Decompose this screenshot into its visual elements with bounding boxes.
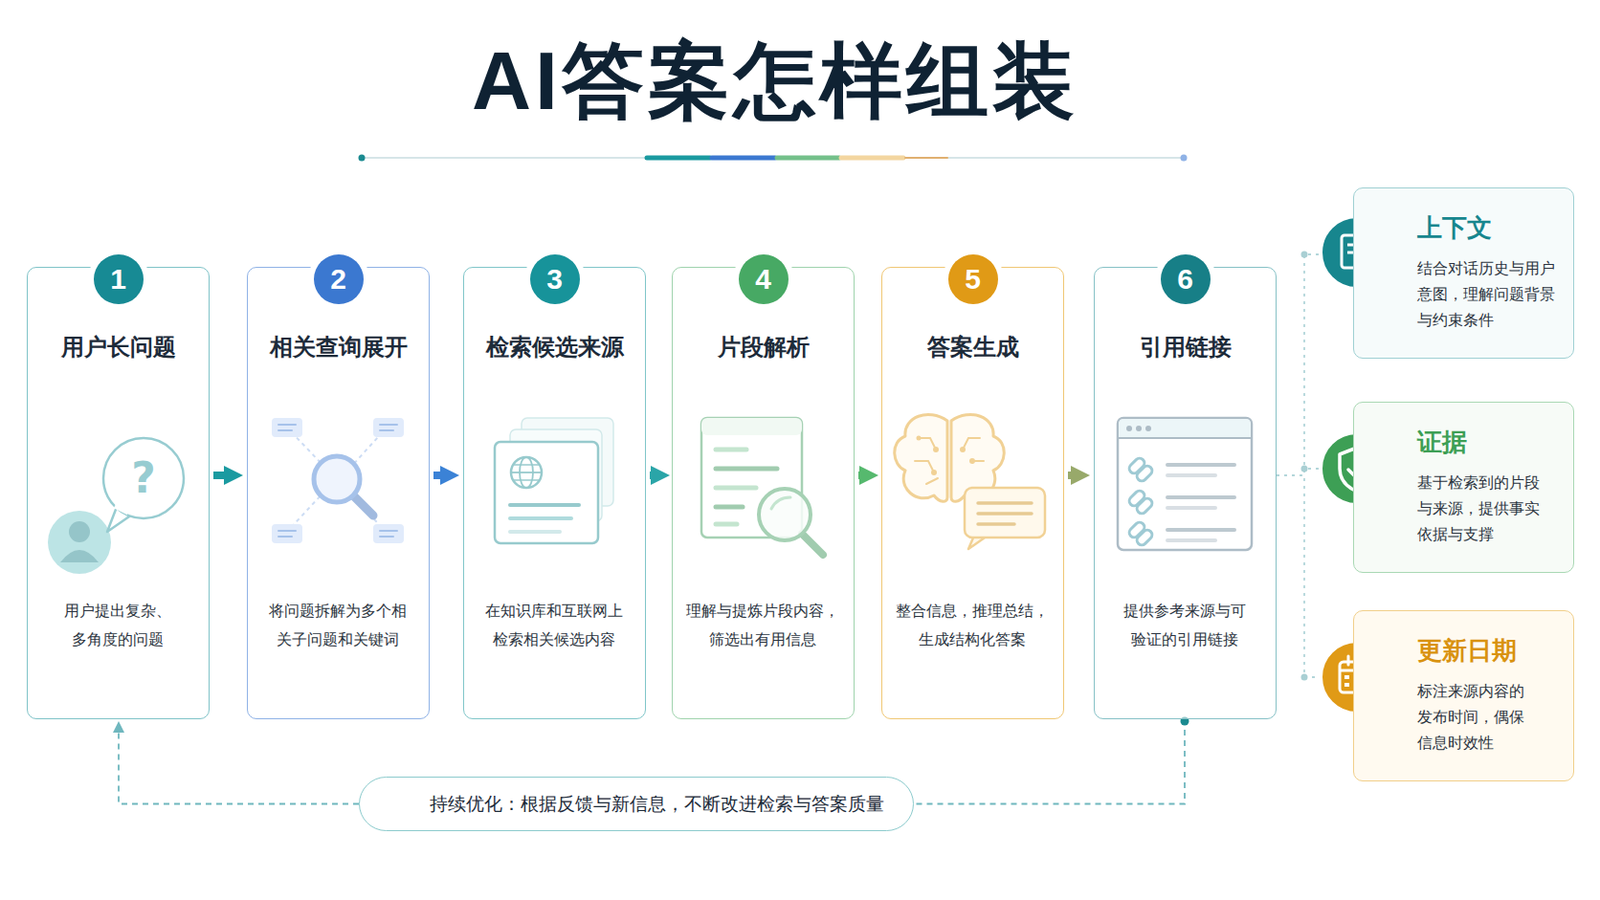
title-rule-part: [711, 155, 776, 161]
node-heading: 用户长问题: [27, 333, 209, 362]
date-icon-part-part: [1344, 683, 1350, 688]
step-number: 3: [530, 254, 580, 305]
flow-arrow: [433, 471, 441, 480]
step-number: 6: [1160, 254, 1211, 305]
process-box: 答案生成整合信息，推理总结，生成结构化答案 5: [881, 266, 1065, 720]
flow-arrow: [858, 471, 860, 480]
connector-dot: [1301, 251, 1309, 259]
step-number: 1: [93, 254, 144, 305]
number-text: 5: [964, 265, 981, 294]
dashed-connector: [913, 719, 1185, 805]
number-text: 4: [755, 265, 772, 294]
node-heading: 相关查询展开: [247, 333, 429, 362]
connector-dot: [1301, 674, 1309, 682]
flow-arrow: [649, 471, 651, 480]
feedback-pill: 持续优化：根据反馈与新信息，不断改进检索与答案质量: [358, 777, 914, 832]
number-text: 6: [1177, 265, 1194, 294]
node-heading: 答案生成: [882, 333, 1064, 362]
title-rule: [358, 155, 1188, 162]
date-icon-part: [1347, 656, 1351, 666]
flow-arrow: [1067, 471, 1071, 480]
title-rule-part: [777, 155, 840, 161]
info-card: 上下文结合对话历史与用户意图，理解问题背景与约束条件: [1353, 187, 1575, 359]
diagram-title: AI答案怎样组装: [0, 32, 1551, 129]
flow-arrow: [213, 471, 224, 480]
process-box: 相关查询展开将问题拆解为多个相关子问题和关键词 2: [246, 266, 430, 720]
number-text: 2: [330, 265, 347, 294]
dashed-connector: [118, 733, 359, 805]
title-rule-part: [358, 155, 366, 162]
node-heading: 证据: [1417, 425, 1562, 459]
node-heading: 引用链接: [1094, 333, 1276, 362]
process-box: 用户长问题用户提出复杂、多角度的问题 1: [26, 266, 210, 720]
node-heading: 更新日期: [1417, 634, 1562, 667]
number-text: 3: [546, 265, 563, 294]
node-body: 将问题拆解为多个相关子问题和关键词: [266, 597, 410, 655]
step-number: 4: [738, 254, 789, 305]
node-body: 基于检索到的片段与来源，提供事实依据与支撑: [1417, 469, 1545, 548]
title-rule-part: [361, 156, 1184, 159]
node-heading: 片段解析: [672, 333, 854, 362]
title-rule-part: [905, 156, 948, 159]
node-heading: 上下文: [1417, 211, 1562, 245]
date-icon-part-part: [1344, 675, 1350, 680]
title-holder: AI答案怎样组装: [0, 32, 1551, 129]
node-heading: 持续优化：根据反馈与新信息，不断改进检索与答案质量: [429, 793, 885, 816]
process-box: 检索候选来源在知识库和互联网上检索相关候选内容 3: [463, 266, 646, 720]
process-box: 引用链接提供参考来源与可验证的引用链接 6: [1093, 266, 1277, 720]
title-rule-part: [646, 155, 711, 161]
process-box: 片段解析理解与提炼片段内容，筛选出有用信息 4: [671, 266, 855, 720]
node-heading: 检索候选来源: [464, 333, 645, 362]
connector-dot: [1301, 466, 1309, 473]
node-body: 用户提出复杂、多角度的问题: [62, 597, 175, 655]
number-text: 1: [110, 265, 127, 294]
info-card: 证据基于检索到的片段与来源，提供事实依据与支撑: [1353, 401, 1575, 574]
node-body: 标注来源内容的发布时间，偶保信息时效性: [1417, 678, 1530, 756]
step-number: 5: [948, 254, 999, 305]
node-body: 整合信息，推理总结，生成结构化答案: [893, 597, 1052, 655]
title-rule-part: [841, 155, 904, 161]
node-body: 在知识库和互联网上检索相关候选内容: [483, 597, 626, 655]
step-number: 2: [313, 254, 364, 305]
info-card: 更新日期标注来源内容的发布时间，偶保信息时效性: [1353, 610, 1575, 782]
title-rule-part: [1180, 155, 1188, 162]
node-body: 理解与提炼片段内容，筛选出有用信息: [684, 597, 843, 655]
node-body: 提供参考来源与可验证的引用链接: [1121, 597, 1249, 655]
node-body: 结合对话历史与用户意图，理解问题背景与约束条件: [1417, 255, 1560, 334]
